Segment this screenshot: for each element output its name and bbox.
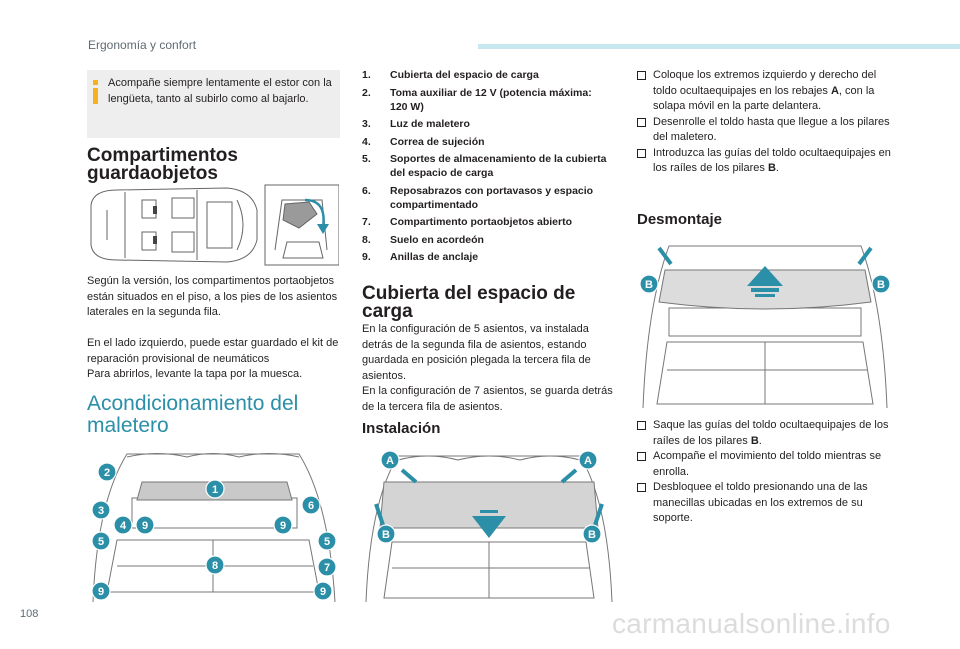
label-b-right: B [877, 279, 885, 291]
install-steps: Coloque los extremos izquierdo y derecho… [637, 68, 899, 177]
remove-steps: Saque las guías del toldo ocultaequipaje… [637, 418, 899, 527]
compartments-title-line1: Compartimentos [87, 145, 238, 166]
label-b-left: B [382, 529, 390, 541]
list-item: 9.Anillas de anclaje [362, 251, 479, 263]
checkbox-icon [637, 483, 646, 492]
cover-title-line1: Cubierta del espacio de [362, 283, 576, 304]
header-accent-bar [478, 44, 960, 49]
list-item: 8.Suelo en acordeón [362, 233, 484, 246]
remove-title: Desmontaje [637, 211, 723, 228]
install-title: Instalación [362, 420, 441, 437]
list-item: Desbloquee el toldo presionando una de l… [637, 480, 899, 527]
list-item: 2.Toma auxiliar de 12 V (potencia máxima… [362, 86, 592, 113]
compartments-body: Según la versión, los compartimentos por… [87, 275, 338, 318]
list-item: 4.Correa de sujeción [362, 135, 485, 148]
checkbox-icon [637, 421, 646, 430]
watermark: carmanualsonline.info [612, 608, 891, 639]
boot-items-list: 1.Cubierta del espacio de carga 2.Toma a… [362, 68, 612, 268]
callout-9: 9 [142, 520, 148, 532]
callout-8: 8 [212, 560, 218, 572]
info-note-text: Acompañe siempre lentamente el estor con… [108, 77, 332, 105]
list-item: Saque las guías del toldo ocultaequipaje… [637, 418, 899, 449]
callout-5: 5 [98, 536, 104, 548]
checkbox-icon [637, 452, 646, 461]
cover-body-1: En la configuración de 5 asientos, va in… [362, 323, 591, 382]
label-b-left: B [645, 279, 653, 291]
callout-9: 9 [98, 586, 104, 598]
list-item: 7.Compartimento portaobjetos abierto [362, 216, 573, 228]
boot-title-line1: Acondicionamiento del [87, 392, 299, 415]
checkbox-icon [637, 148, 646, 158]
label-a-left: A [386, 455, 394, 467]
list-item: 1.Cubierta del espacio de carga [362, 69, 539, 81]
list-item: Acompañe el movimiento del toldo mientra… [637, 449, 899, 480]
callout-7: 7 [324, 562, 330, 574]
list-item: 5.Soportes de almacenamiento de la cubie… [362, 153, 607, 179]
section-header: Ergonomía y confort [88, 38, 197, 52]
callout-3: 3 [98, 505, 104, 517]
boot-title-line2: maletero [87, 414, 169, 437]
callout-9: 9 [280, 520, 286, 532]
car-top-view-illustration [90, 184, 339, 266]
callout-9: 9 [320, 586, 326, 598]
list-item: Introduzca las guías del toldo ocultaequ… [637, 146, 899, 177]
cover-title-line2: carga [362, 301, 413, 322]
cover-body-2: En la configuración de 7 asientos, se gu… [362, 385, 613, 413]
callout-5: 5 [324, 536, 330, 548]
boot-illustration: 1 2 3 4 9 5 6 9 5 8 7 9 9 [91, 453, 337, 602]
callout-2: 2 [104, 467, 110, 479]
list-item: 6.Reposabrazos con portavasos y espacio … [362, 184, 594, 211]
compartments-body-2: En el lado izquierdo, puede estar guarda… [87, 337, 339, 365]
compartments-body-3: Para abrirlos, levante la tapa por la mu… [87, 368, 303, 380]
callout-4: 4 [120, 520, 127, 532]
page-number: 108 [20, 608, 39, 620]
list-item: Desenrolle el toldo hasta que llegue a l… [637, 115, 899, 146]
info-note-box [87, 70, 340, 138]
callout-6: 6 [308, 500, 314, 512]
compartments-title-line2: guardaobjetos [87, 163, 218, 184]
checkbox-icon [637, 117, 646, 127]
list-item: 3.Luz de maletero [362, 118, 470, 130]
label-a-right: A [584, 455, 592, 467]
callout-1: 1 [212, 484, 218, 496]
install-illustration: A A B B [365, 450, 613, 602]
list-item: Coloque los extremos izquierdo y derecho… [637, 68, 899, 115]
checkbox-icon [637, 71, 646, 80]
info-icon [91, 80, 101, 104]
remove-illustration: B B [639, 245, 891, 408]
label-b-right: B [588, 529, 596, 541]
